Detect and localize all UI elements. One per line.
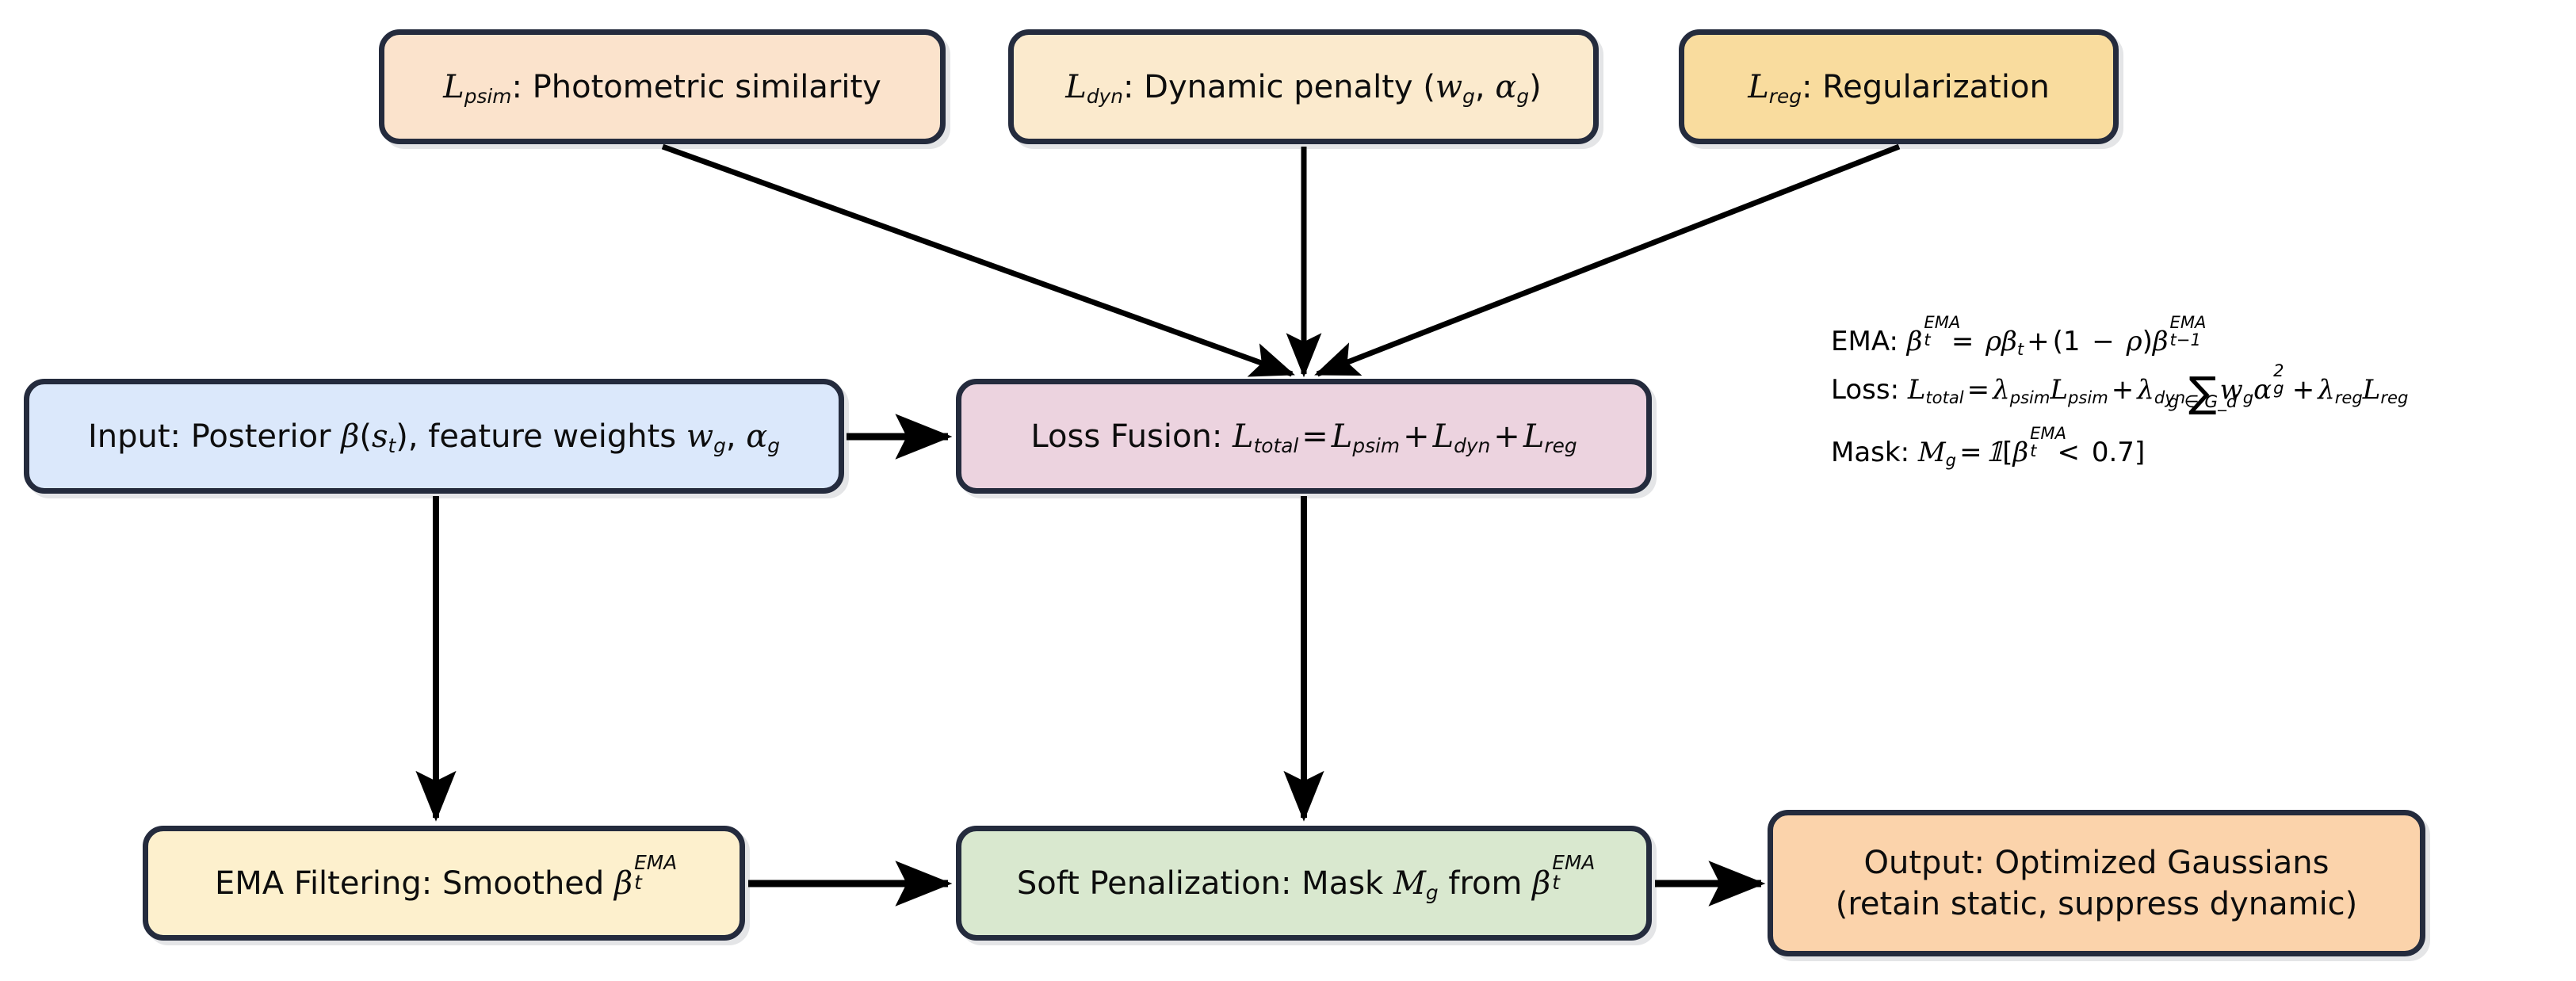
node-output-line1: Output: Optimized Gaussians: [1863, 844, 2329, 881]
node-loss-reg[interactable]: Lreg: Regularization: [1679, 29, 2119, 144]
node-loss-dyn[interactable]: Ldyn: Dynamic penalty (wg, αg): [1008, 29, 1599, 144]
node-output[interactable]: Output: Optimized Gaussians (retain stat…: [1768, 810, 2425, 956]
equation-loss-label: Loss:: [1831, 374, 1900, 407]
node-output-line2: (retain static, suppress dynamic): [1835, 885, 2358, 922]
node-input-label: Input: Posterior β(st), feature weights …: [87, 418, 781, 457]
node-loss-fusion-label: Loss Fusion: Ltotal=Lpsim+Ldyn+Lreg: [1030, 418, 1577, 457]
node-loss-psim-label: Lpsim: Photometric similarity: [443, 68, 881, 108]
node-input[interactable]: Input: Posterior β(st), feature weights …: [24, 379, 844, 494]
summation-symbol: ∑g ∈ G_d: [2168, 368, 2238, 417]
node-loss-psim[interactable]: Lpsim: Photometric similarity: [379, 29, 946, 144]
edge-reg-to-fusion: [1314, 143, 1901, 377]
node-loss-fusion[interactable]: Loss Fusion: Ltotal=Lpsim+Ldyn+Lreg: [956, 379, 1652, 494]
equation-ema-label: EMA:: [1831, 326, 1898, 357]
equation-mask-label: Mask:: [1831, 437, 1910, 469]
edge-psim-to-fusion: [661, 143, 1295, 377]
node-loss-dyn-label: Ldyn: Dynamic penalty (wg, αg): [1065, 68, 1542, 108]
node-loss-reg-label: Lreg: Regularization: [1748, 68, 2050, 108]
